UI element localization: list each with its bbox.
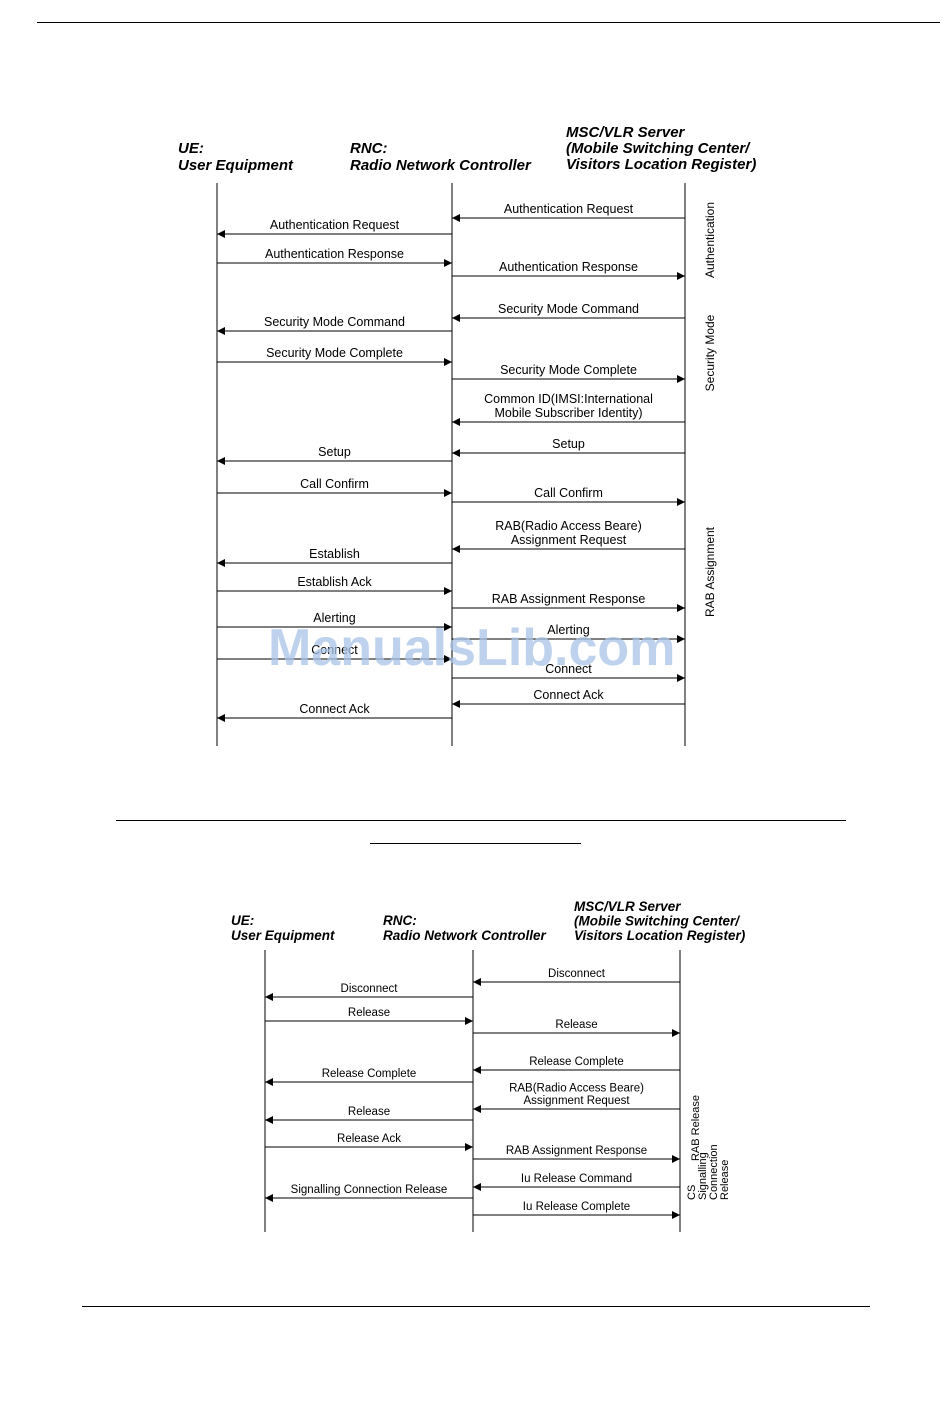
phase-label: CS: [686, 1185, 698, 1200]
phase-label: Authentication: [703, 202, 717, 278]
header-msc-line: MSC/VLR Server: [566, 124, 686, 141]
header-rnc-line: Radio Network Controller: [383, 928, 547, 943]
phase-label: RAB Assignment: [703, 526, 717, 617]
header-msc-line: MSC/VLR Server: [574, 899, 681, 914]
message-label: Security Mode Complete: [266, 346, 403, 360]
message-label: Establish: [309, 547, 360, 561]
message-label: Disconnect: [548, 968, 606, 980]
bottom-rule: [82, 1306, 870, 1307]
caption-rule: [370, 843, 581, 844]
message-label: Release Complete: [322, 1068, 417, 1080]
message-label: Alerting: [547, 623, 589, 637]
header-ue-line: User Equipment: [231, 928, 335, 943]
section-rule: [116, 820, 846, 821]
header-msc-line: Visitors Location Register): [566, 156, 756, 173]
message-label: Assignment Request: [523, 1095, 630, 1107]
phase-label: Release: [719, 1160, 731, 1200]
message-label: Authentication Request: [270, 218, 400, 232]
phase-label: RAB Release: [690, 1095, 702, 1161]
header-msc-line: Visitors Location Register): [574, 928, 746, 943]
header-rnc-line: RNC:: [383, 913, 417, 928]
top-rule: [37, 22, 940, 23]
watermark: ManualsLib.com: [268, 619, 676, 677]
header-msc-line: (Mobile Switching Center/: [574, 914, 740, 929]
message-label: RAB(Radio Access Beare): [509, 1083, 644, 1095]
message-label: Security Mode Command: [264, 315, 405, 329]
message-label: Signalling Connection Release: [291, 1184, 448, 1196]
message-label: Iu Release Complete: [523, 1201, 630, 1213]
message-label: Authentication Response: [499, 260, 638, 274]
header-ue-line: UE:: [178, 140, 204, 157]
message-label: Establish Ack: [297, 575, 372, 589]
message-label: Release: [348, 1007, 390, 1019]
message-label: Disconnect: [341, 983, 399, 995]
header-rnc-line: Radio Network Controller: [350, 157, 532, 174]
phase-label: Connection: [708, 1144, 720, 1200]
message-label: Connect: [311, 643, 358, 657]
message-label: RAB Assignment Response: [492, 592, 646, 606]
message-label: Release: [348, 1106, 390, 1118]
message-label: Authentication Request: [504, 202, 634, 216]
header-ue-line: UE:: [231, 913, 254, 928]
message-label: Authentication Response: [265, 247, 404, 261]
message-label: Setup: [552, 437, 585, 451]
message-label: Call Confirm: [534, 486, 603, 500]
message-label: Setup: [318, 445, 351, 459]
message-label: Connect Ack: [299, 702, 370, 716]
message-label: RAB Assignment Response: [506, 1145, 647, 1157]
message-label: Security Mode Command: [498, 302, 639, 316]
message-label: Iu Release Command: [521, 1173, 632, 1185]
message-label: Common ID(IMSI:International: [484, 392, 653, 406]
header-msc-line: (Mobile Switching Center/: [566, 140, 751, 157]
phase-label: Signalling: [697, 1152, 709, 1200]
message-label: Release Ack: [337, 1133, 401, 1145]
message-label: Assignment Request: [511, 533, 627, 547]
message-label: RAB(Radio Access Beare): [495, 519, 642, 533]
message-label: Call Confirm: [300, 477, 369, 491]
message-label: Security Mode Complete: [500, 363, 637, 377]
header-rnc-line: RNC:: [350, 140, 388, 157]
message-label: Mobile Subscriber Identity): [495, 406, 643, 420]
message-label: Connect: [545, 662, 592, 676]
phase-label: Security Mode: [703, 314, 717, 391]
message-label: Alerting: [313, 611, 355, 625]
cs-call-release-diagram: UE:User Equipment RNC:Radio Network Contr…: [231, 899, 746, 1232]
header-ue-line: User Equipment: [178, 157, 294, 174]
message-label: Connect Ack: [533, 688, 604, 702]
message-label: Release Complete: [529, 1056, 624, 1068]
message-label: Release: [555, 1019, 597, 1031]
cs-call-setup-diagram: UE:User Equipment RNC:Radio Network Contr…: [178, 124, 756, 746]
